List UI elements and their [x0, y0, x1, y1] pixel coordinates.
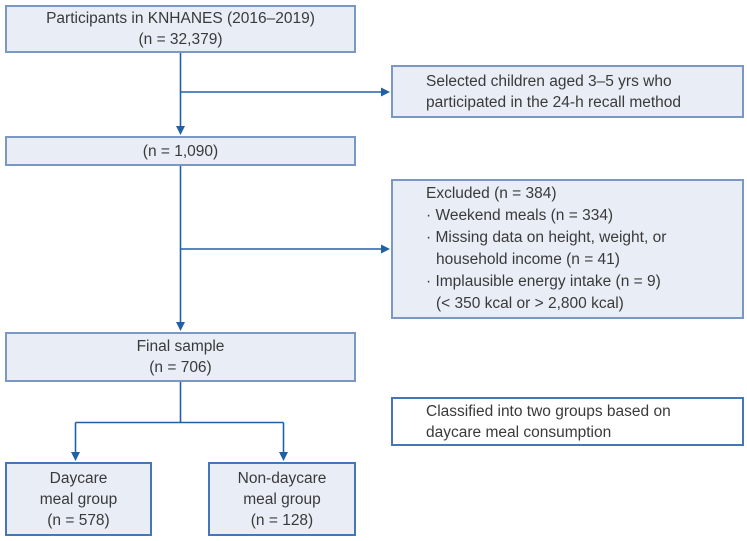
box-excluded-line2: · Weekend meals (n = 334) [426, 207, 614, 224]
box-daycare-line3: (n = 578) [47, 511, 110, 529]
box-excluded-line1: Excluded (n = 384) [426, 185, 557, 202]
box-participants: Participants in KNHANES (2016–2019) (n =… [5, 5, 356, 53]
box-nondaycare-line3: (n = 128) [250, 511, 314, 529]
box-daycare-group: Daycare meal group (n = 578) [5, 462, 152, 536]
box-selected-line2: participated in the 24-h recall method [426, 93, 682, 111]
box-nondaycare-line2: meal group [243, 490, 321, 508]
box-participants-line2: (n = 32,379) [138, 31, 223, 48]
box-excluded-line5: · Implausible energy intake (n = 9) [426, 273, 661, 290]
box-excluded: Excluded (n = 384) · Weekend meals (n = … [391, 179, 744, 319]
box-participants-line1: Participants in KNHANES (2016–2019) [46, 10, 315, 27]
box-excluded-line4: household income (n = 41) [436, 251, 620, 268]
box-selected-children: Selected children aged 3–5 yrs who parti… [391, 65, 744, 118]
box-classified: Classified into two groups based on dayc… [391, 397, 744, 446]
box-daycare-line2: meal group [39, 490, 118, 508]
box-classified-line1: Classified into two groups based on [426, 402, 671, 420]
box-final-line2: (n = 706) [149, 359, 212, 376]
box-nondaycare-line1: Non-daycare [237, 469, 327, 487]
box-excluded-line6: (< 350 kcal or > 2,800 kcal) [436, 295, 624, 312]
box-final-line1: Final sample [136, 338, 225, 355]
box-n1090-line1: (n = 1,090) [142, 142, 219, 160]
box-daycare-line1: Daycare [49, 469, 108, 487]
box-n1090: (n = 1,090) [5, 136, 356, 166]
box-excluded-line3: · Missing data on height, weight, or [426, 229, 667, 246]
box-final-sample: Final sample (n = 706) [5, 332, 356, 382]
box-selected-line1: Selected children aged 3–5 yrs who [426, 72, 672, 90]
box-nondaycare-group: Non-daycare meal group (n = 128) [208, 462, 356, 536]
box-classified-line2: daycare meal consumption [426, 423, 612, 441]
